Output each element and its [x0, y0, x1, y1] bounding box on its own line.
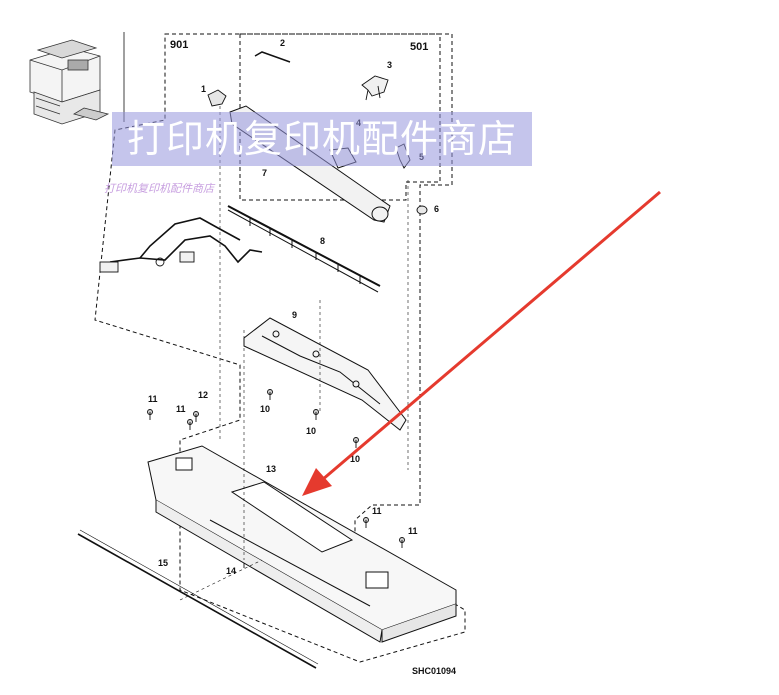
watermark-small-text: 打印机复印机配件商店 [104, 182, 214, 195]
callout-6: 6 [434, 204, 439, 214]
part-13-base-tray [147, 445, 457, 643]
callout-3: 3 [387, 60, 392, 70]
group-501-outline [239, 33, 441, 201]
watermark-banner-text: 打印机复印机配件商店 [126, 117, 517, 161]
part-6-bushing [416, 205, 428, 215]
callout-2: 2 [280, 38, 285, 48]
callout-10-c: 10 [350, 454, 360, 464]
callout-11-d: 11 [408, 526, 418, 536]
part-3-clip [361, 75, 389, 101]
callout-7: 7 [262, 168, 267, 178]
part-8-wire-harness [99, 205, 381, 293]
callout-14: 14 [226, 566, 236, 576]
callout-1: 1 [201, 84, 206, 94]
part-9-frame-plate [243, 317, 407, 431]
callout-10-a: 10 [260, 404, 270, 414]
callout-9: 9 [292, 310, 297, 320]
group-label-501: 501 [410, 41, 428, 53]
callout-13: 13 [266, 464, 276, 474]
callout-11-a: 11 [148, 394, 158, 404]
watermark-banner [112, 112, 532, 166]
part-1-guide [207, 89, 227, 107]
group-label-901: 901 [170, 39, 188, 51]
callout-8: 8 [320, 236, 325, 246]
callout-12: 12 [198, 390, 208, 400]
callout-15: 15 [158, 558, 168, 568]
reference-code: SHC01094 [412, 666, 456, 676]
callout-11-b: 11 [176, 404, 186, 414]
callout-11-c: 11 [372, 506, 382, 516]
part-15-rod [77, 529, 319, 669]
callout-10-b: 10 [306, 426, 316, 436]
part-2-pin [254, 51, 291, 63]
screw-10-group [267, 389, 359, 448]
copier-machine-icon [29, 39, 110, 125]
group-901-outline [94, 33, 466, 663]
red-arrow [302, 190, 661, 496]
